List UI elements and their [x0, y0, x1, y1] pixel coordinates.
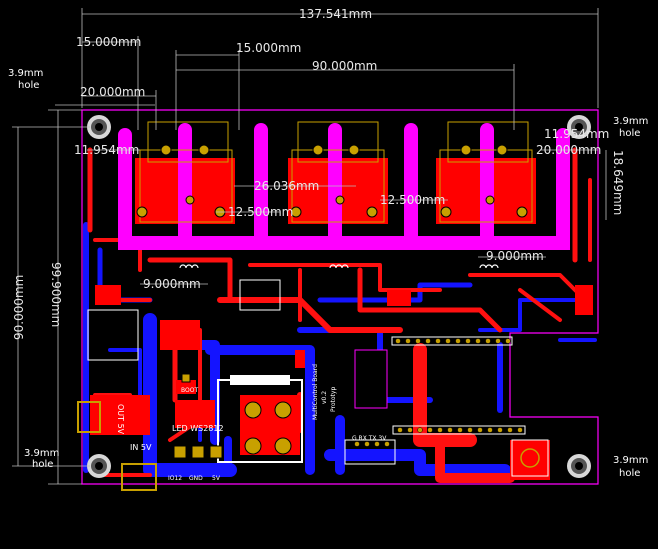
inductors	[179, 264, 499, 269]
silk-gnd: GND	[189, 475, 203, 482]
dim-low-left: 9.000mm	[143, 277, 201, 291]
mounting-hole-bottom-right	[567, 454, 591, 478]
silk-version: v0.2	[321, 391, 328, 404]
hole-sublabel-top-right: hole	[619, 128, 640, 139]
dimension-labels: 137.541mm 15.000mm 15.000mm 90.000mm 20.…	[12, 7, 625, 340]
hole-sublabel-bottom-right: hole	[619, 468, 640, 479]
silk-5v: 5V	[212, 475, 221, 482]
dim-right-small: 11.954mm	[544, 127, 609, 141]
dim-overall-width: 137.541mm	[299, 7, 372, 21]
hole-label-bottom-left: 3.9mm	[24, 448, 59, 459]
silk-title: MultiControl Board	[312, 364, 319, 420]
dim-overall-height: 99.900mm	[49, 262, 63, 327]
relay-pads	[136, 144, 528, 218]
keepout-caps	[118, 123, 570, 142]
silk-in: IN 5V	[130, 443, 152, 452]
dim-low-right: 9.000mm	[486, 249, 544, 263]
mounting-hole-top-right	[567, 115, 591, 139]
mounting-hole-top-left	[87, 115, 111, 139]
dim-left-offset-top: 15.000mm	[76, 35, 141, 49]
hole-labels: 3.9mm hole 3.9mm hole 3.9mm hole 3.9mm h…	[8, 68, 648, 479]
dim-pitch-right: 12.500mm	[380, 193, 445, 207]
silk-led: LED WS2812	[172, 424, 224, 433]
silk-proto: Prototyp	[330, 387, 337, 412]
hole-label-top-right: 3.9mm	[613, 116, 648, 127]
heatsink-keepout	[118, 130, 570, 250]
dim-hole-offset-left: 11.954mm	[74, 143, 139, 157]
silk-header: G RX TX 3V	[352, 435, 387, 442]
pin-headers	[354, 336, 526, 447]
hole-label-top-left: 3.9mm	[8, 68, 43, 79]
dim-board-height: 90.000mm	[12, 275, 26, 340]
silk-io: IO12	[168, 475, 182, 482]
dim-right-height: 18.649mm	[611, 150, 625, 215]
terminal-pads	[173, 373, 292, 459]
dimension-lines	[12, 8, 607, 485]
dim-left-offset: 20.000mm	[80, 85, 145, 99]
dim-center-spacing: 15.000mm	[236, 41, 301, 55]
dim-pitch-left: 12.500mm	[228, 205, 293, 219]
silk-out: OUT 5V	[116, 404, 125, 435]
components	[77, 279, 593, 491]
dim-right-offset: 20.000mm	[536, 143, 601, 157]
mounting-hole-bottom-left	[87, 454, 111, 478]
hole-sublabel-bottom-left: hole	[32, 459, 53, 470]
top-copper-layer	[87, 147, 592, 483]
hole-sublabel-top-left: hole	[18, 80, 39, 91]
hole-label-bottom-right: 3.9mm	[613, 455, 648, 466]
mounting-holes	[87, 115, 591, 478]
silk-boot: BOOT	[181, 387, 198, 394]
dim-center-span: 90.000mm	[312, 59, 377, 73]
silkscreen-labels: BOOT LED WS2812 OUT 5V IN 5V IO12 GND 5V…	[116, 364, 387, 482]
dim-mid-span: 26.036mm	[254, 179, 319, 193]
